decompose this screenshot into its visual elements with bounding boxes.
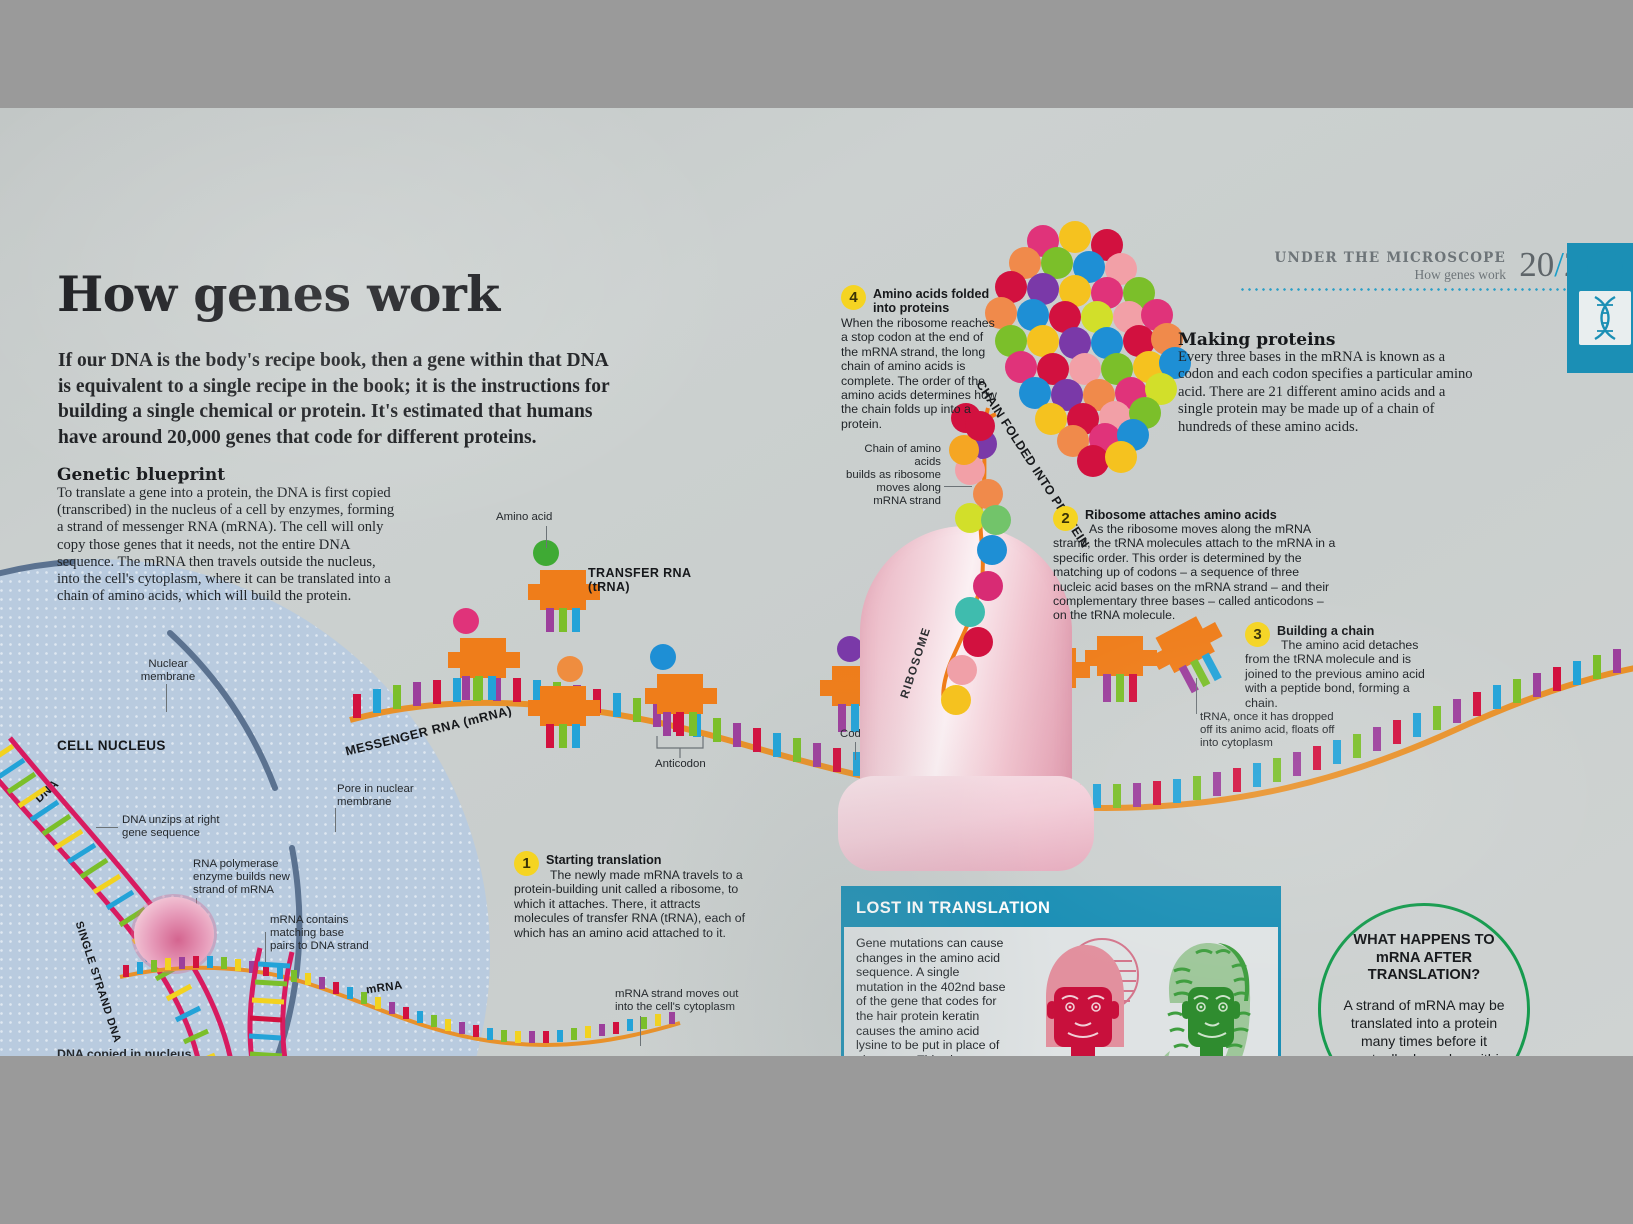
anticodon-bracket — [656, 736, 704, 758]
leader-nuclear-membrane — [166, 684, 167, 712]
folded-protein-blob — [985, 221, 1191, 477]
step-2-heading: Ribosome attaches amino acids — [1085, 508, 1277, 522]
trna-molecule-anticodon — [645, 644, 721, 740]
label-transfer-rna: TRANSFER RNA (tRNA) — [588, 566, 692, 594]
label-dna-unzips: DNA unzips at right gene sequence — [122, 814, 220, 839]
lit-title: LOST IN TRANSLATION — [844, 889, 1278, 927]
dna-helix-card — [1579, 291, 1631, 345]
mrna-circle-question: WHAT HAPPENS TO mRNA AFTER TRANSLATION? — [1353, 932, 1495, 984]
label-trna-floats: tRNA, once it has dropped off its animo … — [1200, 711, 1335, 749]
leader-mrna-moves-out — [640, 1016, 641, 1046]
step-1-body: The newly made mRNA travels to a protein… — [514, 868, 745, 940]
head-silhouette-icon — [1587, 251, 1623, 287]
step-1-heading: Starting translation — [546, 853, 662, 867]
step-1-badge: 1 — [514, 851, 539, 876]
dna-lower-loop — [247, 947, 295, 1056]
trna-molecule-labelled — [528, 540, 604, 636]
chain-link-to-protein — [949, 411, 997, 465]
step-3-body: The amino acid detaches from the tRNA mo… — [1245, 638, 1425, 710]
label-pore: Pore in nuclear membrane — [337, 783, 414, 808]
leader-dna-unzips — [96, 827, 118, 828]
beaded-hair-figure: BEADED HAIR — [1144, 927, 1270, 1056]
trna-molecule — [528, 656, 604, 752]
leader-mrna-matching — [265, 932, 266, 962]
step-4-badge: 4 — [841, 285, 866, 310]
section-tab — [1567, 243, 1633, 373]
leader-codon — [855, 742, 856, 760]
page-title: How genes work — [57, 265, 500, 323]
header-dotted-rule — [1239, 288, 1599, 291]
header-kicker: UNDER THE MICROSCOPE — [1274, 250, 1506, 266]
straight-hair-figure: STRAIGHT HAIR — [1016, 927, 1144, 1056]
leader-chain-builds — [944, 486, 972, 487]
step-3-badge: 3 — [1245, 622, 1270, 647]
label-chain-builds: Chain of amino acids builds as ribosome … — [846, 443, 941, 507]
step-3-heading: Building a chain — [1277, 624, 1375, 638]
leader-amino-acid — [546, 526, 547, 548]
label-anticodon: Anticodon — [655, 758, 706, 770]
intro-paragraph: If our DNA is the body's recipe book, th… — [58, 350, 610, 448]
ribosome-base — [838, 776, 1094, 871]
step-2-body: As the ribosome moves along the mRNA str… — [1053, 522, 1336, 623]
lost-in-translation-panel: LOST IN TRANSLATION Gene mutations can c… — [841, 886, 1281, 1056]
page-number-left: 20 — [1519, 245, 1555, 284]
step-4-body: When the ribosome reaches a stop codon a… — [841, 316, 997, 431]
label-mrna-moves-out: mRNA strand moves out into the cell's cy… — [615, 988, 739, 1013]
page-sheet: Nuclear membrane CELL NUCLEUS DNA SINGLE… — [0, 108, 1633, 1056]
dna-copied-heading: DNA copied in nucleus — [57, 1047, 192, 1057]
making-proteins-body: Every three bases in the mRNA is known a… — [1178, 349, 1473, 435]
header-block: UNDER THE MICROSCOPE How genes work — [1275, 250, 1507, 283]
genetic-blueprint-body: To translate a gene into a protein, the … — [57, 485, 395, 605]
leader-pore — [335, 808, 336, 832]
lit-body-text: Gene mutations can cause changes in the … — [856, 936, 1006, 1056]
step-2-badge: 2 — [1053, 506, 1078, 531]
mrna-circle-answer: A strand of mRNA may be translated into … — [1342, 996, 1507, 1056]
label-cell-nucleus: CELL NUCLEUS — [57, 738, 166, 753]
mrna-after-translation-circle: WHAT HAPPENS TO mRNA AFTER TRANSLATION? … — [1318, 903, 1530, 1056]
label-mrna-matching: mRNA contains matching base pairs to DNA… — [270, 914, 369, 952]
header-subtitle: How genes work — [1414, 267, 1506, 282]
rna-polymerase-enzyme — [134, 897, 214, 971]
lit-body-row: Gene mutations can cause changes in the … — [844, 927, 1278, 1056]
dna-helix-icon — [1594, 295, 1616, 341]
mrna-new-strand — [119, 956, 681, 1047]
step-4-heading: Amino acids folded into proteins — [873, 287, 990, 315]
trna-molecule — [1085, 636, 1161, 732]
trna-molecule-detached — [1145, 608, 1257, 728]
genetic-blueprint-heading: Genetic blueprint — [57, 465, 226, 485]
label-rna-polymerase: RNA polymerase enzyme builds new strand … — [193, 858, 290, 896]
trna-molecule — [448, 608, 524, 704]
page-number-slash: / — [1554, 245, 1564, 284]
label-nuclear-membrane: Nuclear membrane — [140, 658, 196, 683]
leader-trna-floats — [1196, 678, 1197, 714]
making-proteins-heading: Making proteins — [1178, 330, 1336, 350]
label-amino-acid: Amino acid — [496, 511, 553, 523]
